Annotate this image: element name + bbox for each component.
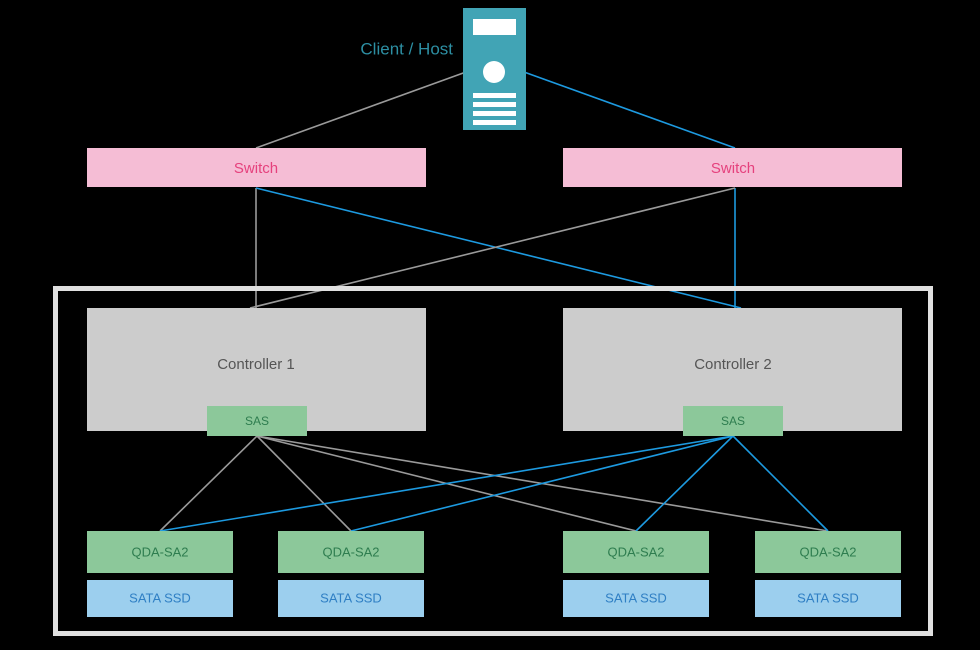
controller-2-label: Controller 2 xyxy=(694,356,772,373)
bay-1-adapter-label: QDA-SA2 xyxy=(131,544,188,559)
drive-bay-4[interactable]: QDA-SA2 SATA SSD xyxy=(755,531,901,617)
sas-port-2-box[interactable] xyxy=(683,406,783,436)
controller-1-sas-port[interactable]: SAS xyxy=(207,406,307,436)
bay-4-drive-box[interactable] xyxy=(755,580,901,617)
controller-1-label: Controller 1 xyxy=(217,356,295,373)
server-tower-icon[interactable] xyxy=(463,8,526,130)
link-sas1-bay1 xyxy=(159,435,258,532)
switch-1-label: Switch xyxy=(234,160,278,177)
tower-vent-bar xyxy=(473,102,516,107)
sas-port-1-label: SAS xyxy=(245,414,269,428)
switch-2[interactable]: Switch xyxy=(563,148,902,187)
bay-4-adapter-box[interactable] xyxy=(755,531,901,573)
link-sas2-bay4 xyxy=(732,435,829,532)
drive-bay-3[interactable]: QDA-SA2 SATA SSD xyxy=(563,531,709,617)
bay-4-drive-label: SATA SSD xyxy=(797,590,859,605)
switch-2-box[interactable] xyxy=(563,148,902,187)
drive-bay-1[interactable]: QDA-SA2 SATA SSD xyxy=(87,531,233,617)
bay-3-adapter-box[interactable] xyxy=(563,531,709,573)
bay-4-adapter-label: QDA-SA2 xyxy=(799,544,856,559)
link-client-switch2 xyxy=(523,71,736,149)
tower-vent-bar xyxy=(473,111,516,116)
tower-power-button-icon xyxy=(483,61,505,83)
links-sas-to-adapters xyxy=(159,435,829,532)
sas-port-2-label: SAS xyxy=(721,414,745,428)
bay-2-adapter-label: QDA-SA2 xyxy=(322,544,379,559)
bay-3-drive-label: SATA SSD xyxy=(605,590,667,605)
controller-2-sas-port[interactable]: SAS xyxy=(683,406,783,436)
switch-1-box[interactable] xyxy=(87,148,426,187)
drive-bay-2[interactable]: QDA-SA2 SATA SSD xyxy=(278,531,424,617)
switch-2-label: Switch xyxy=(711,160,755,177)
link-sas2-bay2 xyxy=(350,435,734,532)
switch-1[interactable]: Switch xyxy=(87,148,426,187)
bay-3-drive-box[interactable] xyxy=(563,580,709,617)
tower-optical-drive-slot xyxy=(473,19,516,35)
link-client-switch1 xyxy=(255,71,467,149)
bay-3-adapter-label: QDA-SA2 xyxy=(607,544,664,559)
links-client-to-switches xyxy=(255,71,736,149)
link-sas1-bay2 xyxy=(256,435,352,532)
link-sas2-bay1 xyxy=(159,435,734,532)
bay-2-drive-label: SATA SSD xyxy=(320,590,382,605)
bay-1-drive-box[interactable] xyxy=(87,580,233,617)
bay-2-adapter-box[interactable] xyxy=(278,531,424,573)
tower-vent-bar xyxy=(473,93,516,98)
client-host-label: Client / Host xyxy=(360,39,453,58)
storage-enclosure-outline xyxy=(53,286,933,636)
bay-1-adapter-box[interactable] xyxy=(87,531,233,573)
link-sas2-bay3 xyxy=(635,435,734,532)
sas-port-1-box[interactable] xyxy=(207,406,307,436)
bay-2-drive-box[interactable] xyxy=(278,580,424,617)
bay-1-drive-label: SATA SSD xyxy=(129,590,191,605)
tower-vent-bar xyxy=(473,120,516,125)
